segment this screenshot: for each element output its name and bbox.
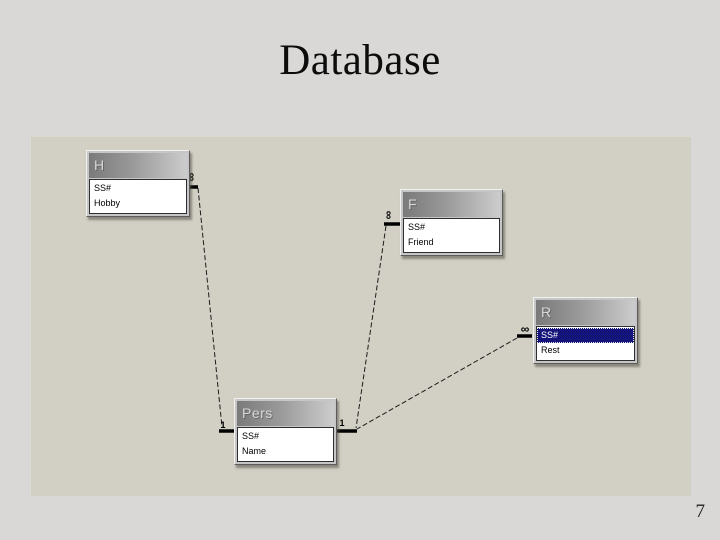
- table-field-list: SS# Friend: [403, 218, 500, 253]
- relationship-connector-layer: ∞ 1 ∞ ∞ 1: [183, 173, 532, 433]
- table-header: F: [403, 192, 500, 217]
- one-label-pers-left: 1: [220, 420, 225, 430]
- field-row: Rest: [541, 345, 560, 355]
- field-row: SS#: [242, 431, 260, 441]
- one-label-pers-right: 1: [339, 418, 344, 428]
- table-title: F: [408, 196, 418, 212]
- field-row: SS#: [408, 222, 426, 232]
- relationship-line-h-pers: [197, 187, 223, 428]
- field-row: Friend: [408, 237, 434, 247]
- table-field-list: SS# Rest: [536, 326, 635, 361]
- field-row: SS#: [94, 183, 112, 193]
- field-row: Name: [242, 446, 267, 456]
- many-symbol-h: ∞: [185, 173, 199, 182]
- table-header: H: [89, 153, 187, 178]
- table-title: R: [541, 304, 552, 320]
- relationship-line-f-pers: [355, 225, 387, 429]
- relationship-line-r-pers: [356, 337, 518, 430]
- table-title: Pers: [242, 405, 273, 421]
- table-field-list: SS# Name: [237, 427, 334, 462]
- table-header: Pers: [237, 401, 334, 426]
- many-symbol-r: ∞: [521, 322, 530, 336]
- table-title: H: [94, 157, 105, 173]
- database-diagram-canvas: ∞ 1 ∞ ∞ 1 H SS# Hobby: [30, 136, 691, 496]
- field-row-selected: SS#: [537, 328, 634, 343]
- table-field-list: SS# Hobby: [89, 179, 187, 214]
- entity-table-h: H SS# Hobby: [86, 150, 190, 217]
- field-row: Hobby: [94, 198, 121, 208]
- entity-table-f: F SS# Friend: [400, 189, 503, 256]
- many-symbol-f: ∞: [382, 211, 396, 220]
- page-number: 7: [695, 501, 706, 522]
- table-header: R: [536, 300, 635, 325]
- entity-table-pers: Pers SS# Name: [234, 398, 337, 465]
- entity-table-r: R SS# Rest: [533, 297, 638, 364]
- slide-title: Database: [279, 37, 441, 84]
